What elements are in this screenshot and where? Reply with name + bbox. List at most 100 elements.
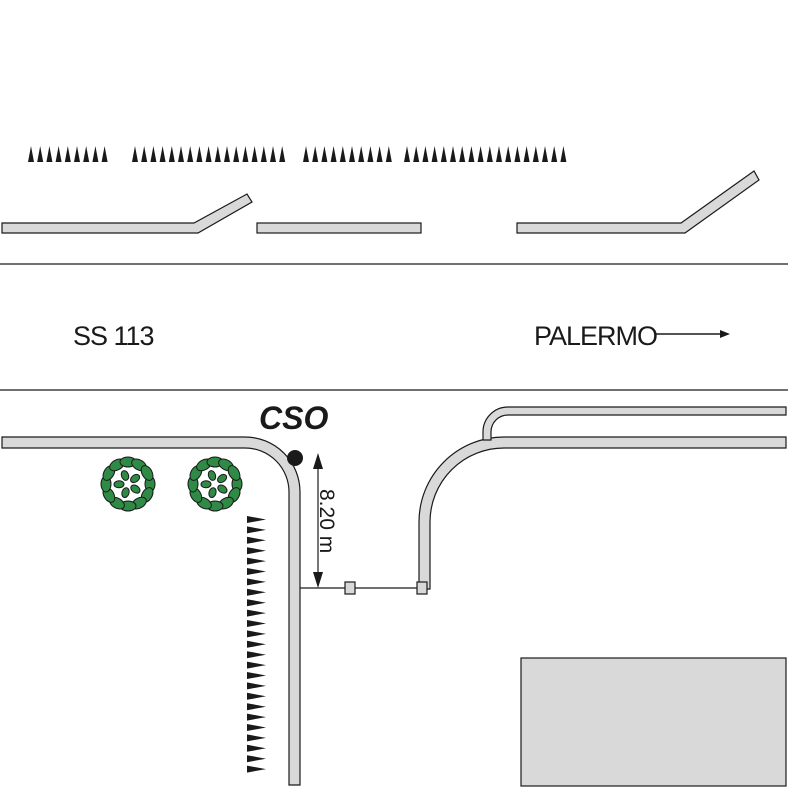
- hedge-triangle: [64, 146, 71, 162]
- hedge-triangle: [514, 146, 521, 162]
- curb-top-left: [1, 193, 253, 234]
- hedge-triangle: [560, 146, 567, 162]
- hedge-triangle: [303, 146, 309, 162]
- hedge-triangle: [431, 146, 438, 162]
- leaf: [140, 465, 154, 481]
- hedge-triangle: [233, 146, 240, 162]
- leaf: [208, 487, 217, 498]
- hedge-triangle: [321, 146, 328, 162]
- hedge-triangle: [214, 146, 221, 162]
- hedge-triangle: [440, 146, 447, 162]
- hedge-triangle: [551, 146, 558, 162]
- hedge-triangle: [247, 609, 266, 617]
- hedge-triangle: [132, 146, 138, 162]
- dimension-arrow-bottom-icon: [313, 572, 323, 588]
- hedge-triangle: [187, 146, 194, 162]
- hedge-triangle: [150, 146, 157, 162]
- hedge-triangle: [404, 146, 410, 162]
- hedge-triangle: [247, 588, 266, 596]
- hedge-triangle: [468, 146, 475, 162]
- hedge-triangle: [247, 724, 266, 731]
- hedge-side-column: [247, 516, 266, 773]
- hedge-triangle: [247, 526, 266, 534]
- leaf: [113, 480, 125, 489]
- hedge-triangle: [224, 146, 230, 162]
- hedge-top-row: [28, 146, 567, 162]
- hedge-triangle: [247, 661, 266, 669]
- hedge-triangle: [74, 146, 80, 162]
- hedge-triangle: [247, 568, 266, 575]
- hedge-triangle: [312, 146, 319, 162]
- hedge-triangle: [339, 146, 346, 162]
- curb-right-corner: [418, 436, 787, 590]
- leaf: [130, 473, 141, 484]
- hedge-triangle: [205, 146, 212, 162]
- building-block: [520, 657, 787, 787]
- hedge-triangle: [247, 640, 266, 648]
- hedge-triangle: [260, 146, 267, 162]
- connector-square-left: [344, 581, 356, 595]
- hedge-triangle: [247, 536, 266, 544]
- hedge-triangle: [46, 146, 53, 162]
- station-dot-icon: [287, 450, 303, 466]
- hedge-triangle: [247, 547, 266, 555]
- leaf: [120, 470, 130, 481]
- hedge-triangle: [532, 146, 539, 162]
- hedge-triangle: [242, 146, 249, 162]
- hedge-triangle: [247, 620, 266, 627]
- hedge-triangle: [83, 146, 90, 162]
- curb-slip-lane: [482, 406, 787, 441]
- hedge-triangle: [330, 146, 337, 162]
- leaf: [227, 465, 241, 481]
- hedge-triangle: [279, 146, 286, 162]
- hedge-triangle: [247, 755, 266, 763]
- curb-top-right: [516, 170, 760, 234]
- hedge-triangle: [247, 516, 266, 523]
- road-name-label: SS 113: [73, 321, 154, 351]
- hedge-triangle: [247, 692, 266, 700]
- connector-square-right: [416, 581, 428, 595]
- hedge-triangle: [422, 146, 429, 162]
- hedge-triangle: [28, 146, 34, 162]
- hedge-triangle: [505, 146, 512, 162]
- hedge-triangle: [413, 146, 420, 162]
- hedge-triangle: [247, 557, 266, 565]
- hedge-triangle: [37, 146, 44, 162]
- hedge-triangle: [247, 578, 266, 586]
- hedge-triangle: [168, 146, 175, 162]
- shrub-icon: [100, 456, 156, 512]
- hedge-triangle: [459, 146, 466, 162]
- hedge-triangle: [496, 146, 502, 162]
- leaf: [130, 484, 141, 494]
- curb-left-corner: [1, 436, 301, 786]
- hedge-triangle: [196, 146, 203, 162]
- hedge-triangle: [270, 146, 276, 162]
- distance-label: 8.20 m: [315, 489, 338, 553]
- leaf: [217, 484, 228, 494]
- hedge-triangle: [247, 713, 266, 721]
- direction-label: PALERMO: [534, 321, 657, 351]
- hedge-triangle: [247, 765, 266, 773]
- hedge-triangle: [349, 146, 355, 162]
- hedge-triangle: [247, 630, 266, 638]
- hedge-triangle: [477, 146, 484, 162]
- hedge-triangle: [247, 734, 266, 742]
- hedge-triangle: [358, 146, 365, 162]
- hedge-triangle: [247, 744, 266, 752]
- hedge-triangle: [247, 672, 266, 679]
- hedge-triangle: [450, 146, 456, 162]
- hedge-triangle: [159, 146, 166, 162]
- shrub-icon: [187, 456, 243, 512]
- curb-top-middle: [256, 222, 422, 234]
- hedge-triangle: [178, 146, 184, 162]
- dimension-arrow-top-icon: [313, 453, 323, 469]
- hedge-triangle: [247, 703, 266, 711]
- hedge-triangle: [247, 599, 266, 607]
- hedge-triangle: [542, 146, 548, 162]
- leaf: [217, 473, 228, 484]
- station-label: CSO: [259, 400, 328, 436]
- hedge-triangle: [376, 146, 383, 162]
- hedge-triangle: [55, 146, 62, 162]
- hedge-triangle: [523, 146, 530, 162]
